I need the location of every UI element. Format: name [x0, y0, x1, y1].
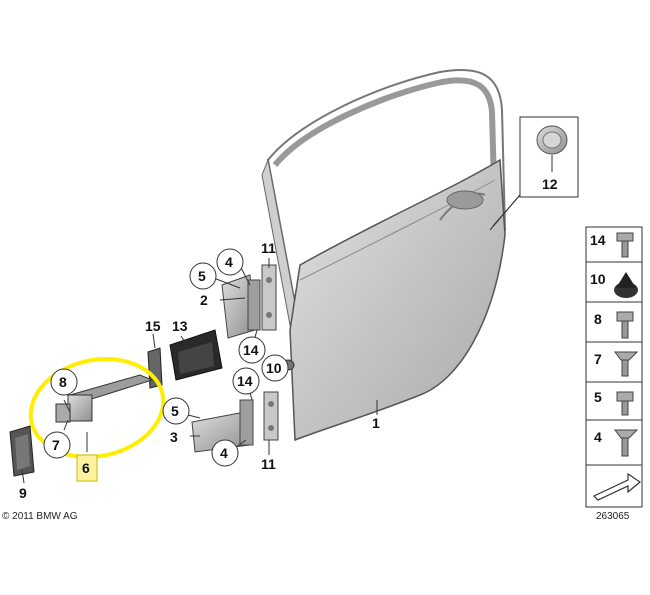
- callout-10[interactable]: 10: [261, 354, 289, 382]
- callout-4-upper[interactable]: 4: [216, 248, 244, 276]
- callout-5-lower[interactable]: 5: [162, 397, 190, 425]
- countersunk-screw-icon: [614, 429, 639, 457]
- svg-text:5: 5: [198, 268, 206, 284]
- door-check-part: [55, 374, 154, 423]
- callout-6[interactable]: 6: [76, 454, 98, 482]
- torx-countersunk-screw-icon: [614, 351, 639, 377]
- svg-text:11: 11: [261, 240, 276, 256]
- direction-arrow-icon: [592, 472, 642, 501]
- svg-text:8: 8: [59, 374, 67, 390]
- svg-text:14: 14: [243, 342, 259, 358]
- callout-8[interactable]: 8: [50, 368, 78, 396]
- check-cover-part: [9, 425, 35, 477]
- callout-13[interactable]: 13: [172, 318, 188, 334]
- door-check-highlight: [28, 357, 166, 459]
- bracket-part: [147, 347, 163, 389]
- callout-7[interactable]: 7: [43, 431, 71, 459]
- svg-text:12: 12: [542, 176, 558, 192]
- svg-text:15: 15: [145, 318, 161, 334]
- svg-text:3: 3: [170, 429, 178, 445]
- lower-hinge-part: [191, 391, 279, 453]
- svg-text:1: 1: [372, 415, 380, 431]
- callout-14-lower[interactable]: 14: [232, 367, 260, 395]
- svg-text:11: 11: [261, 456, 276, 472]
- hex-bolt-icon: [616, 311, 634, 339]
- fastener-legend: 14 10 8 7 5 4: [585, 226, 643, 508]
- svg-text:13: 13: [172, 318, 188, 334]
- seal-block-part: [169, 329, 223, 381]
- diagram-id: 263065: [596, 511, 630, 522]
- legend-label-7: 7: [594, 351, 602, 367]
- svg-text:7: 7: [52, 437, 60, 453]
- callout-12[interactable]: 12: [542, 176, 558, 192]
- callout-3[interactable]: 3: [170, 429, 178, 445]
- upper-hinge-part: [221, 264, 277, 339]
- plug-detail-box: [489, 116, 579, 231]
- legend-label-14: 14: [590, 232, 606, 248]
- callout-14-upper[interactable]: 14: [238, 336, 266, 364]
- callout-4-lower[interactable]: 4: [211, 439, 239, 467]
- legend-label-8: 8: [594, 311, 602, 327]
- callouts: 1 2 3 4 4 5 5 6: [19, 176, 558, 501]
- svg-text:14: 14: [237, 373, 253, 389]
- legend-label-10: 10: [590, 271, 606, 287]
- door-shell: [261, 68, 507, 442]
- svg-text:4: 4: [220, 445, 228, 461]
- legend-label-4: 4: [594, 429, 602, 445]
- callout-11-upper[interactable]: 11: [261, 240, 276, 256]
- flange-bolt-icon: [616, 232, 634, 258]
- legend-label-5: 5: [594, 389, 602, 405]
- callout-9[interactable]: 9: [19, 485, 27, 501]
- svg-text:6: 6: [82, 460, 90, 476]
- copyright-text: © 2011 BMW AG: [2, 511, 78, 522]
- callout-15[interactable]: 15: [145, 318, 161, 334]
- hex-bolt-short-icon: [616, 391, 634, 416]
- callout-2[interactable]: 2: [200, 292, 208, 308]
- svg-text:2: 2: [200, 292, 208, 308]
- rubber-grommet-icon: [614, 272, 638, 298]
- callout-5-upper[interactable]: 5: [189, 262, 217, 290]
- callout-11-lower[interactable]: 11: [261, 456, 276, 472]
- svg-text:9: 9: [19, 485, 27, 501]
- svg-text:5: 5: [171, 403, 179, 419]
- svg-text:10: 10: [266, 360, 282, 376]
- svg-text:4: 4: [225, 254, 233, 270]
- callout-1[interactable]: 1: [372, 415, 380, 431]
